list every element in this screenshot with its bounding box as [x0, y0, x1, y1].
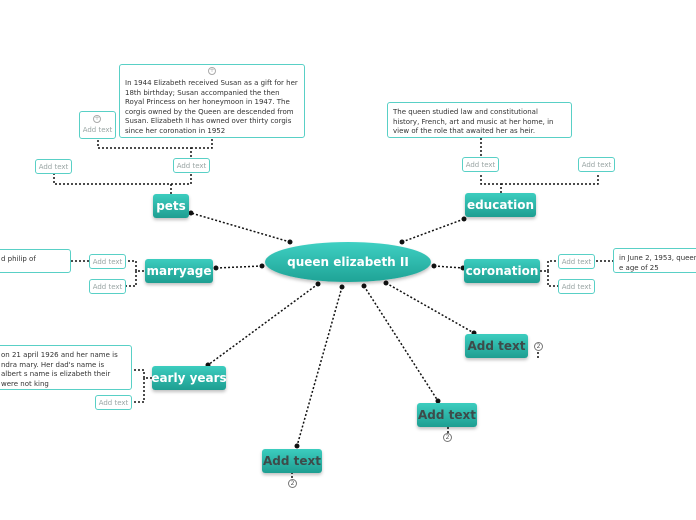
note-marryage[interactable]: d philip of	[0, 249, 71, 273]
collapsed-count-badge[interactable]: 2	[288, 479, 297, 488]
subtopic-pets-a[interactable]: Add text	[35, 159, 72, 174]
subtopic-pets-c[interactable]: Add text	[79, 111, 116, 139]
note-pets[interactable]: In 1944 Elizabeth received Susan as a gi…	[119, 64, 305, 138]
topic-pets[interactable]: pets	[153, 194, 189, 218]
topic-add-text-3[interactable]: Add text	[262, 449, 322, 473]
collapsed-count-badge[interactable]: 2	[534, 342, 543, 351]
add-child-icon[interactable]: +	[208, 67, 216, 75]
subtopic-early-years-a[interactable]: Add text	[95, 395, 132, 410]
subtopic-pets-b[interactable]: Add text	[173, 158, 210, 173]
add-child-icon[interactable]: +	[93, 115, 101, 123]
central-topic[interactable]: queen elizabeth II	[265, 242, 431, 282]
subtopic-coronation-a[interactable]: Add text	[558, 254, 595, 269]
note-coronation[interactable]: in June 2, 1953, queen e age of 25	[613, 248, 696, 273]
subtopic-education-a[interactable]: Add text	[462, 157, 499, 172]
topic-education[interactable]: education	[465, 193, 536, 217]
note-education[interactable]: The queen studied law and constitutional…	[387, 102, 572, 138]
collapsed-count-badge[interactable]: 2	[443, 433, 452, 442]
topic-marryage[interactable]: marryage	[145, 259, 213, 283]
note-early-years[interactable]: on 21 april 1926 and her name is ndra ma…	[0, 345, 132, 390]
topic-coronation[interactable]: coronation	[464, 259, 540, 283]
topic-early-years[interactable]: early years	[151, 366, 227, 390]
subtopic-education-b[interactable]: Add text	[578, 157, 615, 172]
subtopic-marryage-a[interactable]: Add text	[89, 254, 126, 269]
topic-add-text-2[interactable]: Add text	[417, 403, 477, 427]
topic-add-text-1[interactable]: Add text	[465, 334, 528, 358]
subtopic-coronation-b[interactable]: Add text	[558, 279, 595, 294]
subtopic-marryage-b[interactable]: Add text	[89, 279, 126, 294]
